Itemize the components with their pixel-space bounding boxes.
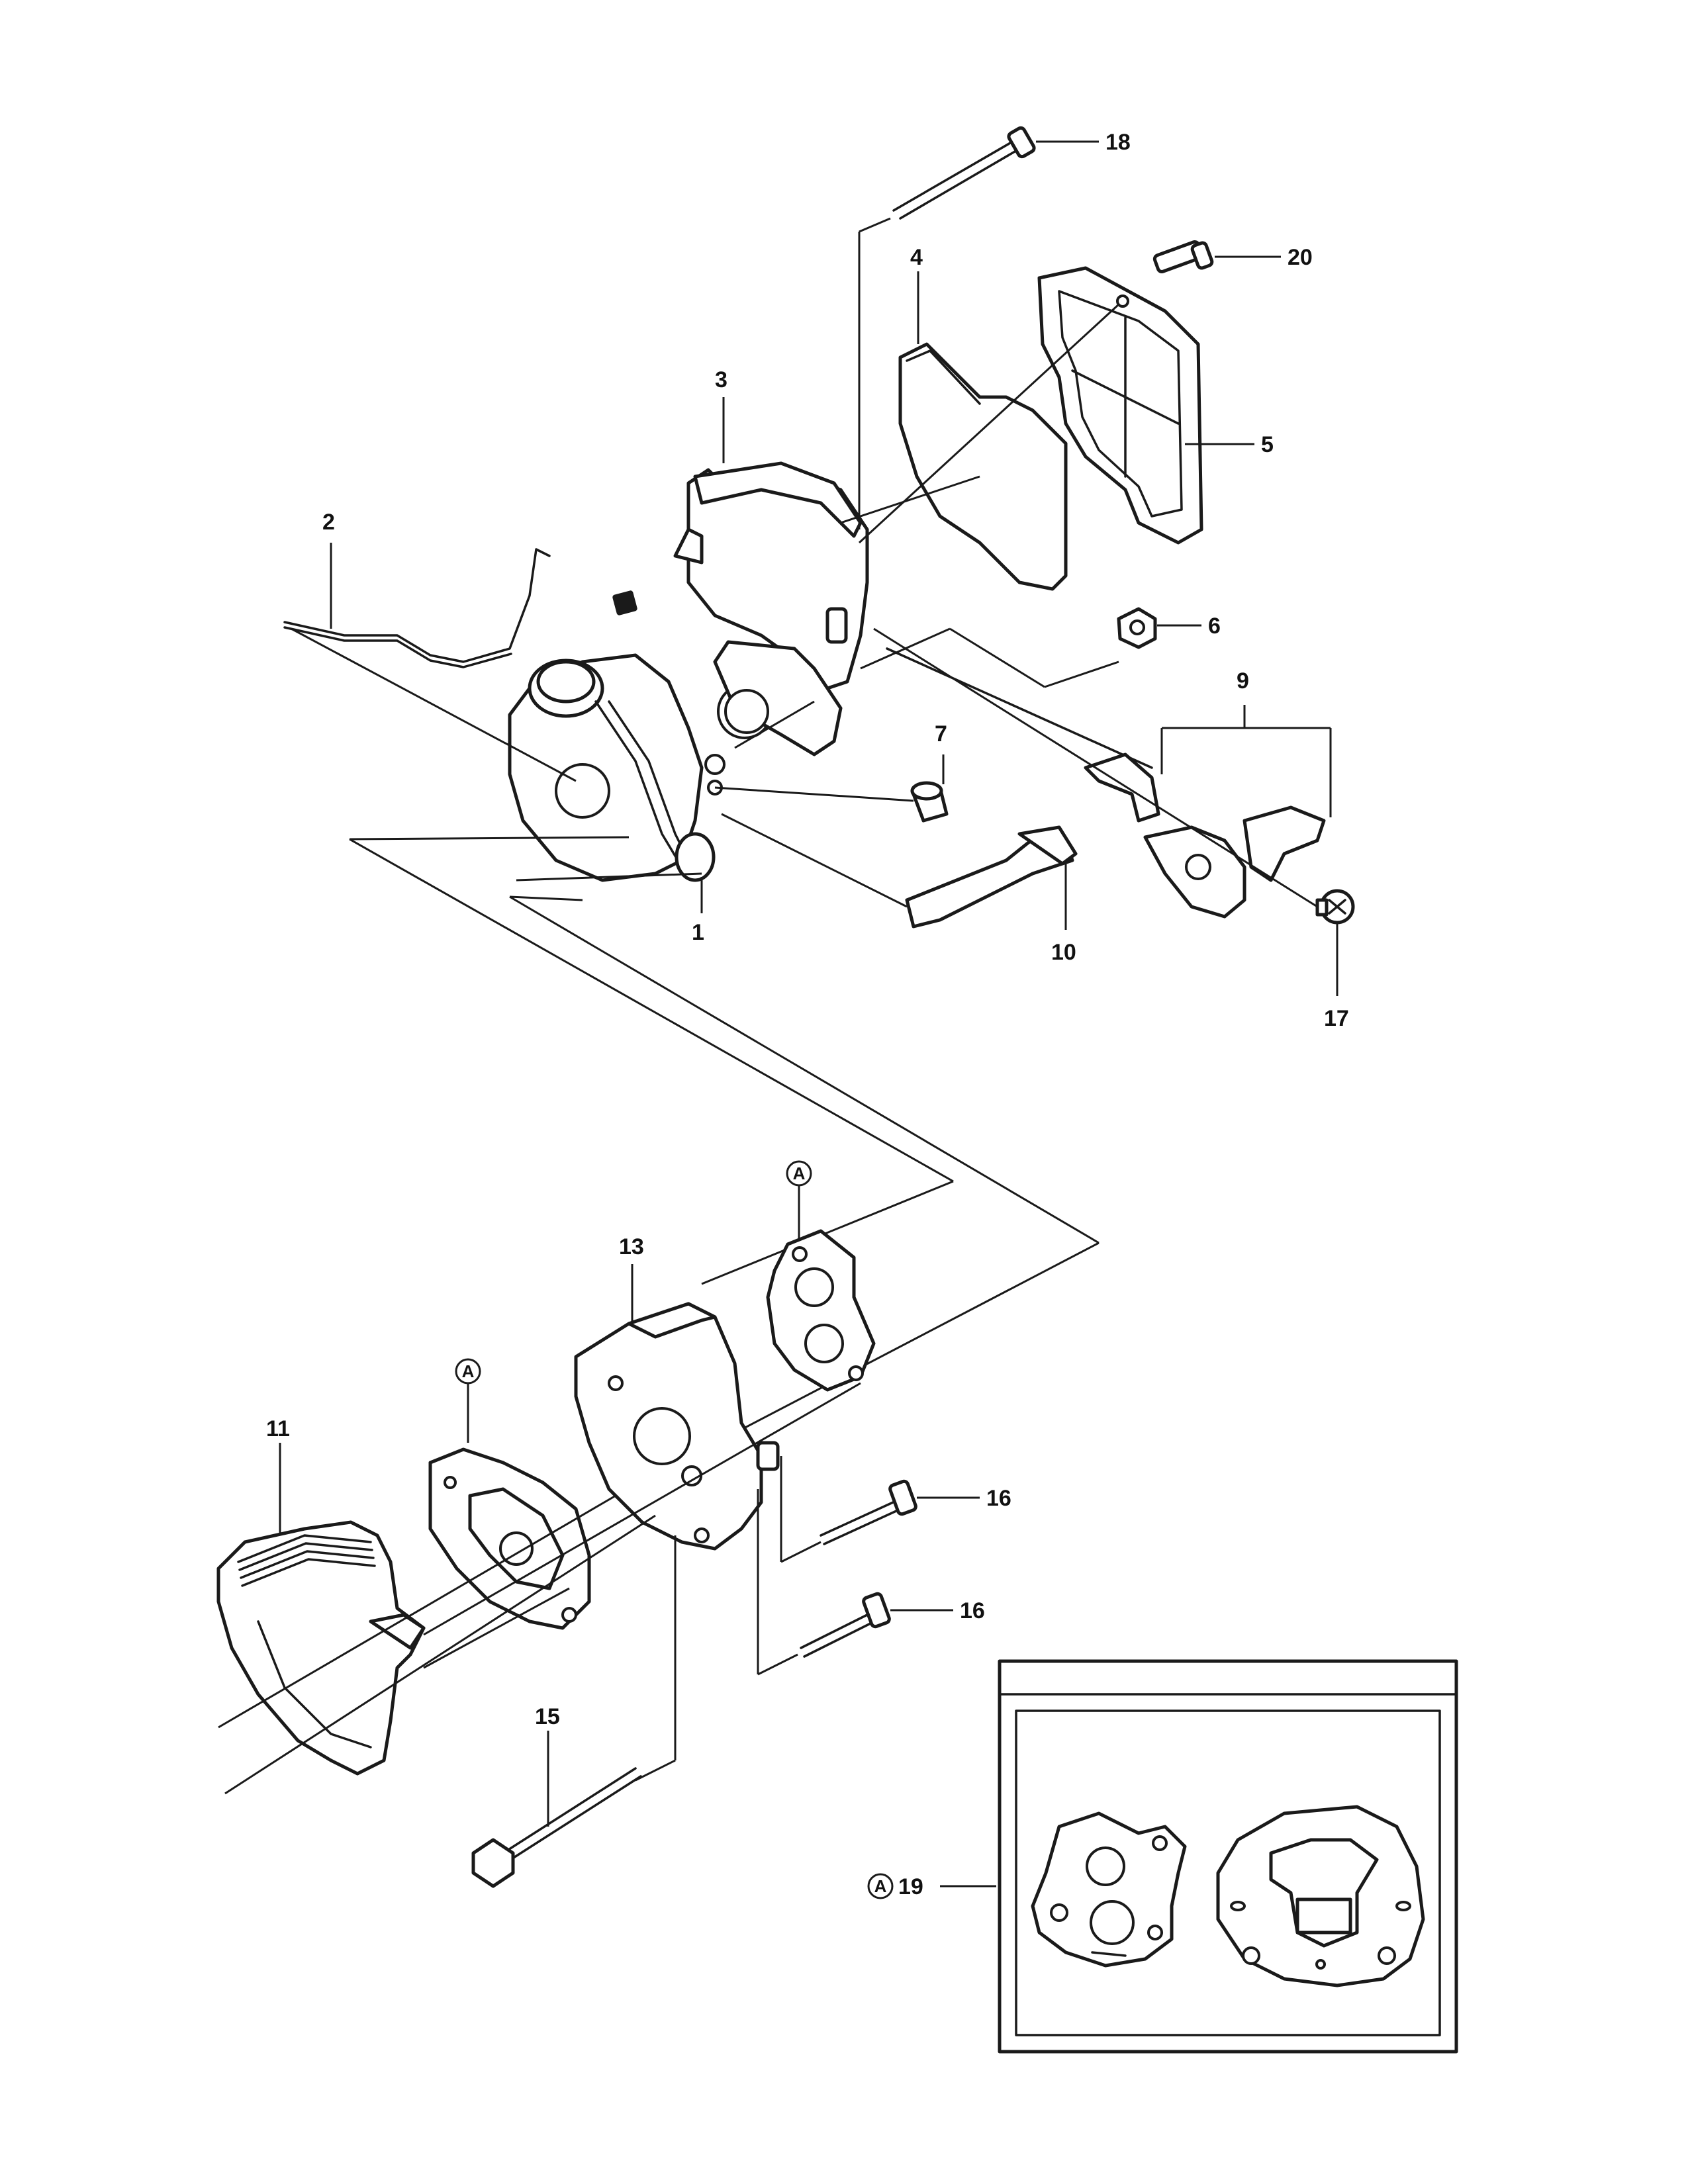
callout-1: 1 — [692, 920, 704, 945]
top-assembly-leader-lines — [291, 217, 1318, 1431]
part-20-screw — [1152, 240, 1281, 273]
callout-3: 3 — [715, 367, 727, 392]
callout-13: 13 — [619, 1234, 644, 1259]
ref-a-kit: A — [867, 1873, 894, 1899]
part-4-filter-element — [898, 271, 1068, 591]
part-1-carburettor — [508, 653, 726, 913]
callout-9: 9 — [1237, 668, 1249, 694]
part-2-choke-rod — [283, 543, 551, 668]
part-6-nut — [1117, 607, 1201, 649]
ref-a-lower: A — [455, 1358, 481, 1385]
part-16-screw-upper — [820, 1479, 980, 1545]
callout-11: 11 — [266, 1416, 290, 1441]
part-18-long-screw — [892, 126, 1099, 220]
callout-15: 15 — [535, 1704, 560, 1729]
callout-5: 5 — [1261, 432, 1274, 457]
part-17-screw — [1315, 889, 1355, 996]
svg-text:A: A — [793, 1163, 806, 1183]
callout-7: 7 — [935, 721, 947, 747]
callout-10: 10 — [1051, 940, 1076, 965]
callout-16a: 16 — [986, 1486, 1011, 1511]
callout-17: 17 — [1324, 1006, 1349, 1031]
callout-6: 6 — [1208, 614, 1221, 639]
ref-a-upper: A — [786, 1160, 812, 1187]
part-16-screw-lower — [800, 1592, 953, 1658]
svg-text:A: A — [874, 1876, 887, 1896]
part-3-housing — [612, 397, 869, 756]
gasket-kit-box — [940, 1659, 1458, 2054]
part-11-mount — [216, 1443, 426, 1776]
callout-19: 19 — [898, 1874, 923, 1899]
part-15-bolt — [471, 1731, 642, 1888]
gasket-a-upper — [766, 1185, 876, 1392]
svg-text:A: A — [462, 1361, 475, 1381]
callout-20: 20 — [1288, 245, 1313, 270]
part-5-filter-frame — [1037, 266, 1254, 545]
part-10-throttle-lever — [905, 825, 1078, 930]
callout-18: 18 — [1105, 130, 1131, 155]
part-13-intake-flange — [574, 1264, 780, 1551]
callout-4: 4 — [910, 245, 923, 270]
part-7-sleeve — [910, 754, 949, 823]
part-9-choke-lever — [886, 647, 1332, 919]
callout-2: 2 — [322, 510, 335, 535]
bottom-assembly-leader-lines — [218, 1382, 861, 1795]
callout-16b: 16 — [960, 1598, 985, 1623]
